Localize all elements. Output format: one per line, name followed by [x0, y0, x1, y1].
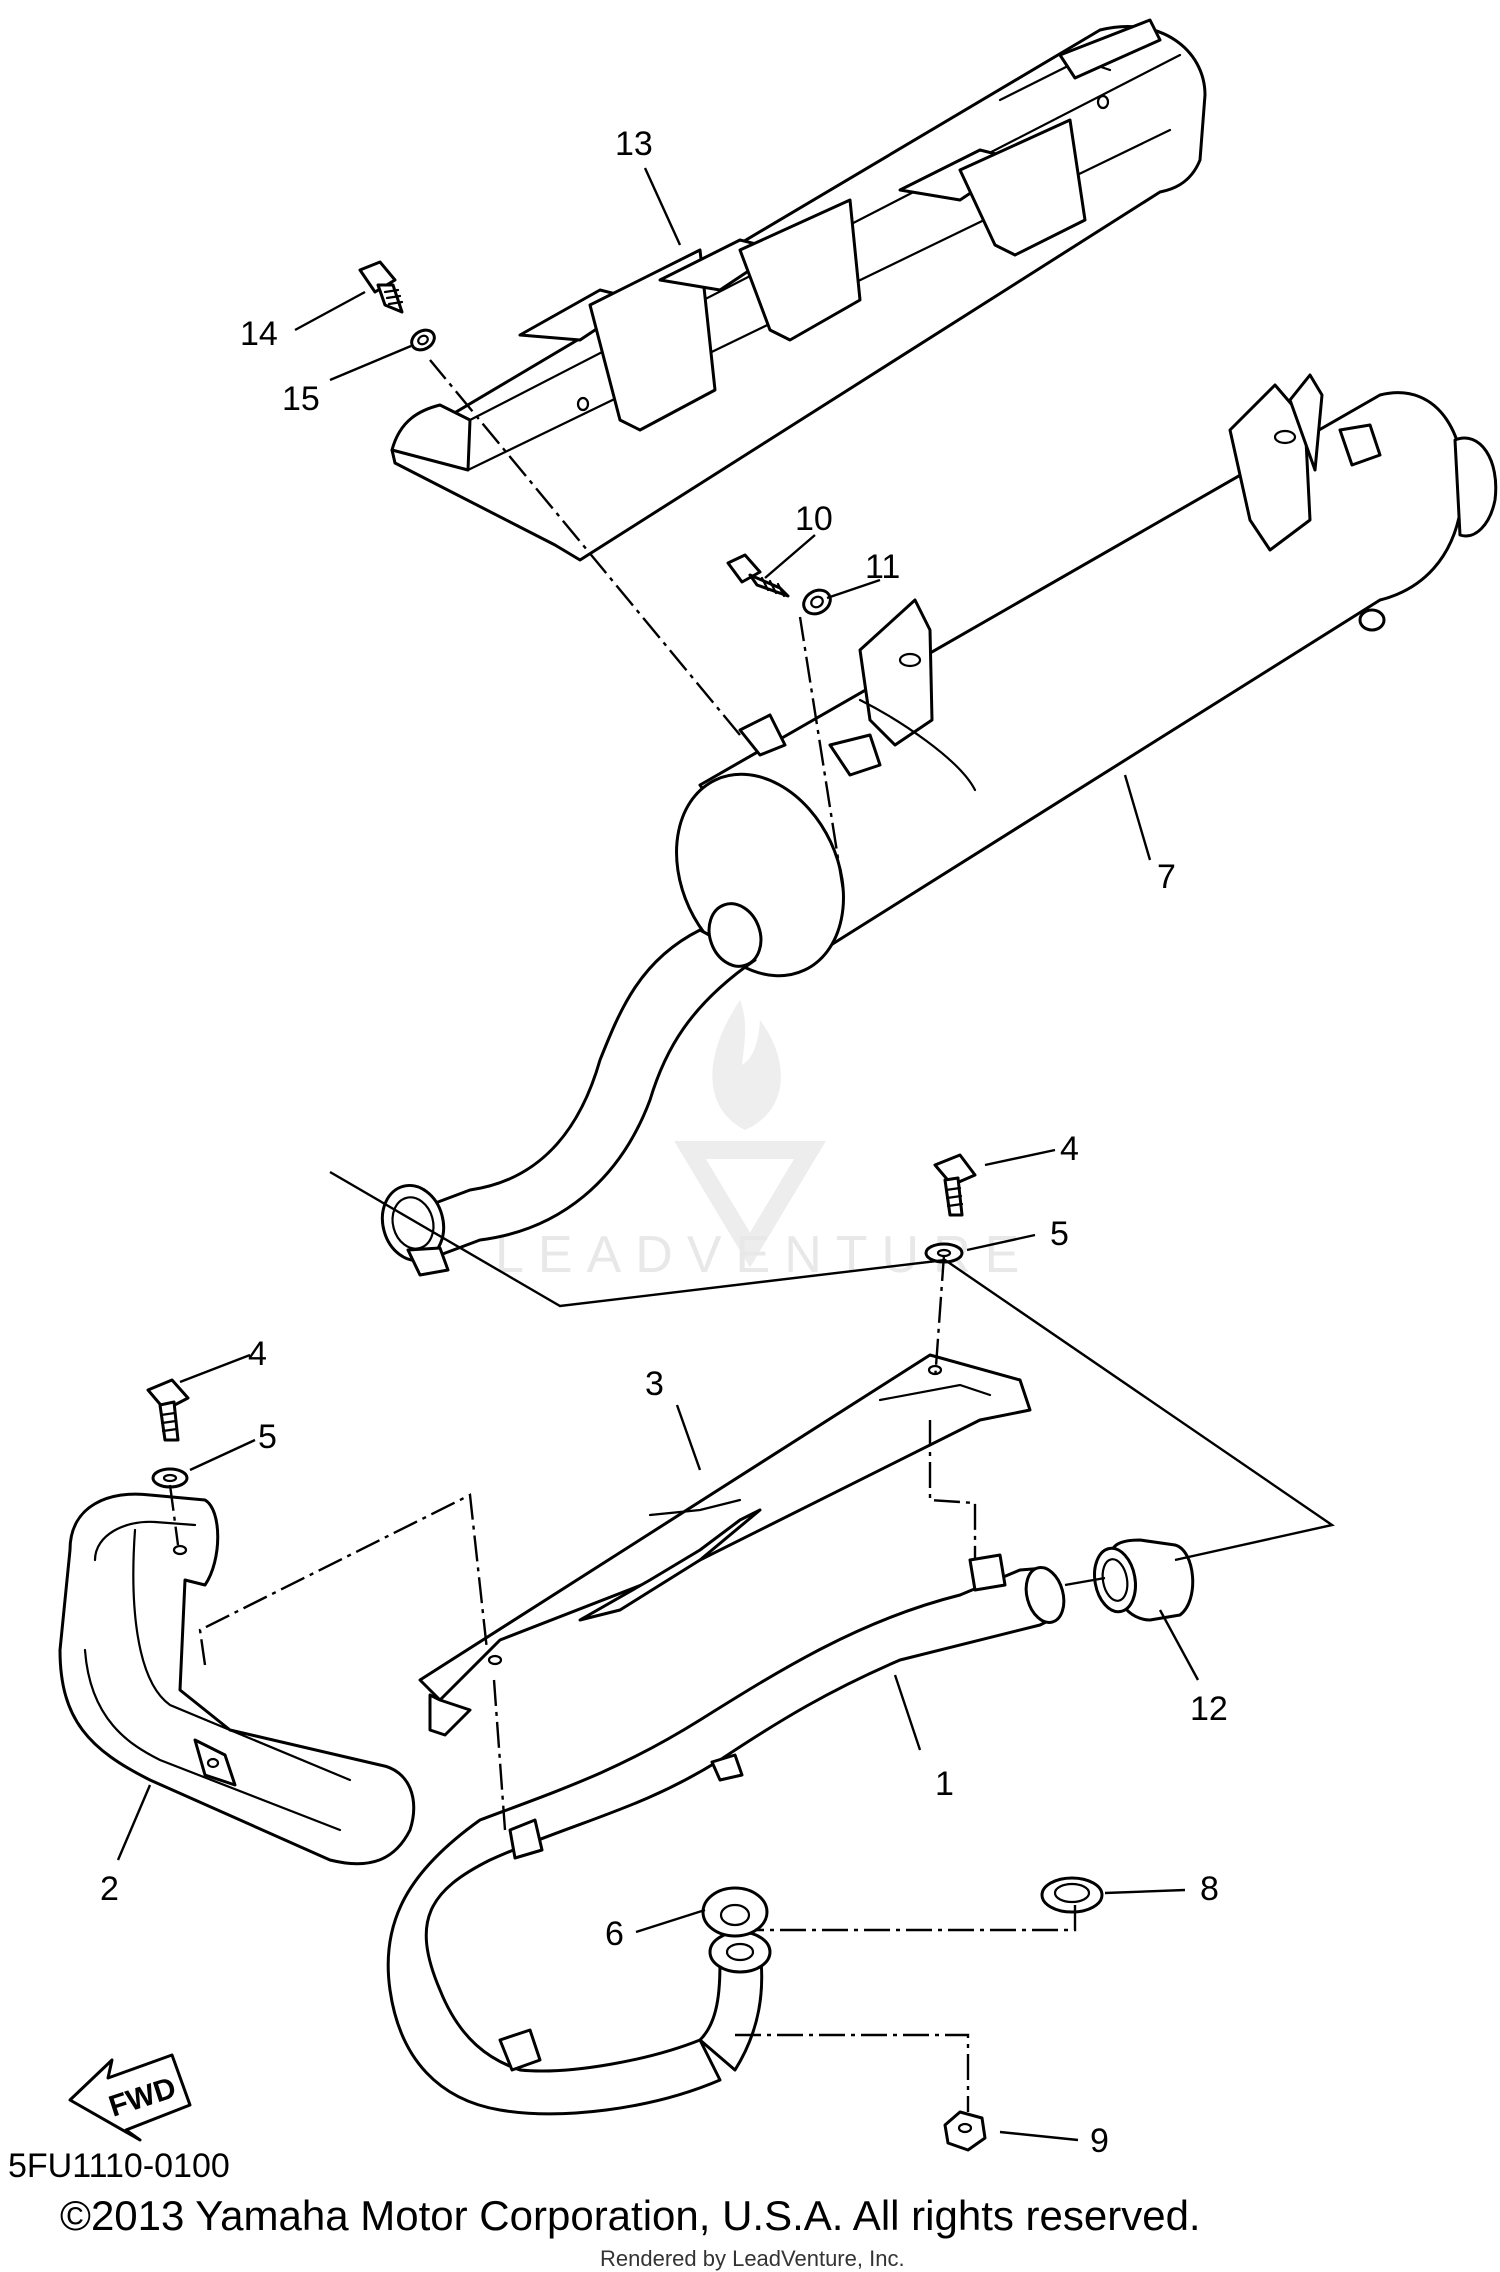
callout-3: 3: [645, 1365, 664, 1403]
forward-direction-arrow-icon: FWD: [68, 2053, 192, 2142]
callout-9: 9: [1090, 2122, 1109, 2160]
render-credit: Rendered by LeadVenture, Inc.: [600, 2246, 905, 2271]
callout-5-right: 5: [1050, 1215, 1069, 1253]
part-6-grommet[interactable]: [701, 1886, 769, 1938]
callout-15: 15: [282, 380, 320, 418]
callout-10: 10: [795, 500, 833, 538]
copyright-notice: ©2013 Yamaha Motor Corporation, U.S.A. A…: [60, 2192, 1201, 2239]
part-10-bolt[interactable]: [726, 553, 790, 598]
part-9-nut[interactable]: [943, 2110, 987, 2152]
part-13-heat-protector[interactable]: [390, 18, 1207, 562]
callout-2: 2: [100, 1870, 119, 1908]
part-4-bolt-right[interactable]: [933, 1153, 977, 1217]
callout-13: 13: [615, 125, 653, 163]
part-11-washer[interactable]: [799, 585, 834, 618]
diagram-code: 5FU1110-0100: [8, 2147, 230, 2185]
part-5-washer-left[interactable]: [151, 1467, 189, 1489]
callout-4-left: 4: [248, 1335, 267, 1373]
callout-5-left: 5: [258, 1418, 277, 1456]
assembly-lines: [168, 359, 1335, 2112]
part-2-guard[interactable]: [58, 1492, 416, 1866]
callout-1: 1: [935, 1765, 954, 1803]
callout-6: 6: [605, 1915, 624, 1953]
callout-4-right: 4: [1060, 1130, 1079, 1168]
part-3-protector[interactable]: [418, 1353, 1032, 1737]
leader-lines: [116, 167, 1200, 2142]
callout-8: 8: [1200, 1870, 1219, 1908]
part-15-washer[interactable]: [408, 326, 438, 354]
part-12-sleeve[interactable]: [1090, 1538, 1195, 1622]
callout-12: 12: [1190, 1690, 1228, 1728]
callout-labels: 13 14 15 10 11 7 4 5 4 5 3 12 1 2 8 6 9: [100, 125, 1228, 2160]
callout-14: 14: [240, 315, 278, 353]
part-8-gasket[interactable]: [1040, 1876, 1104, 1914]
callout-11: 11: [865, 548, 900, 586]
part-14-bolt[interactable]: [358, 260, 404, 314]
part-4-bolt-left[interactable]: [146, 1378, 190, 1442]
part-1-exhaust-pipe[interactable]: [386, 1553, 1070, 2116]
callout-7: 7: [1157, 858, 1176, 896]
